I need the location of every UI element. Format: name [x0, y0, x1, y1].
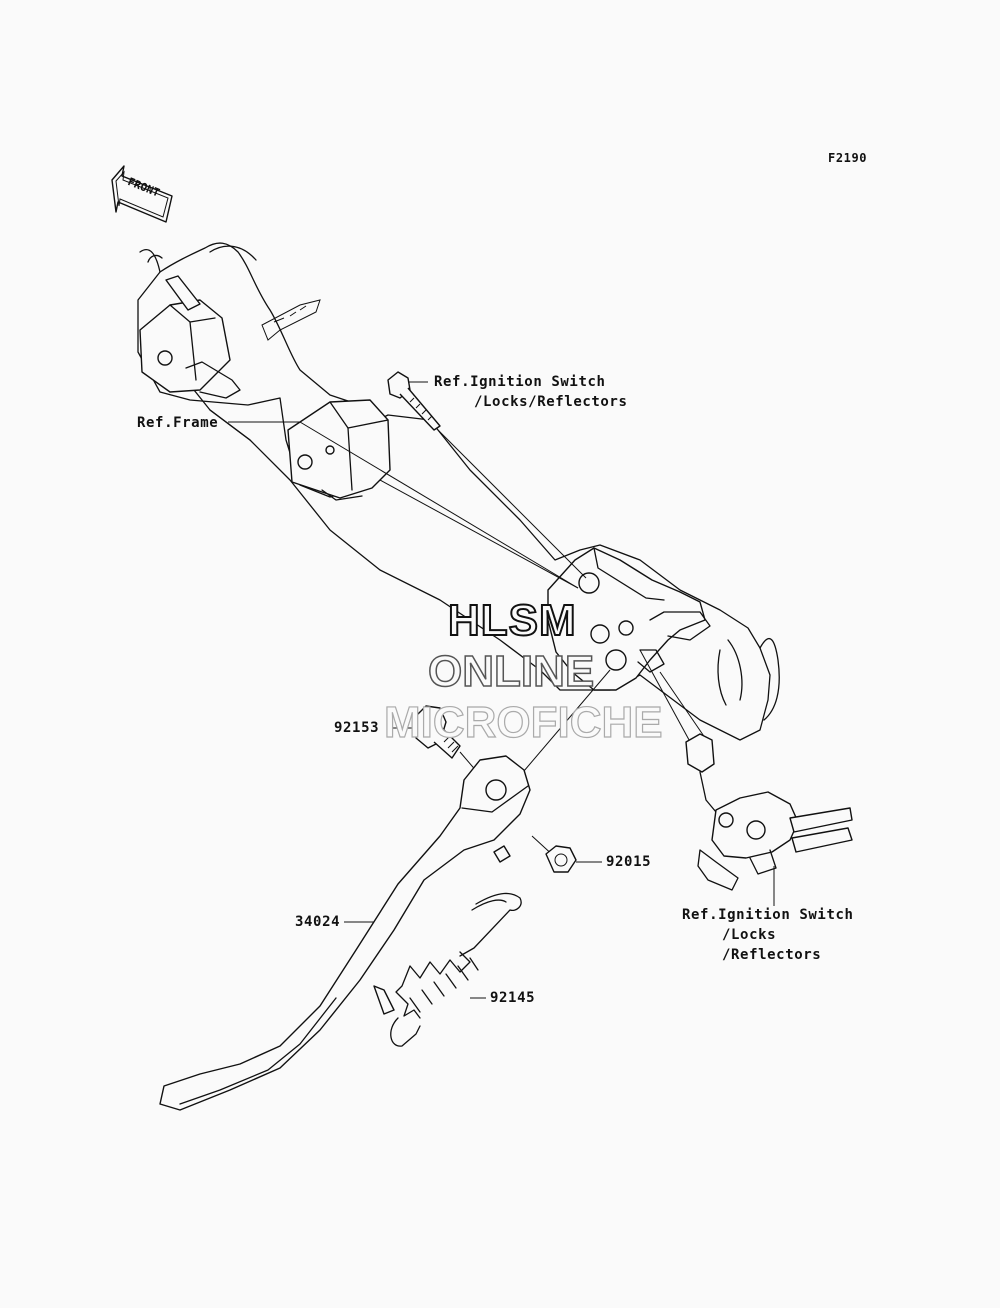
frame-upper-bracket — [139, 275, 241, 399]
callout-ignition-upper-line2: /Locks/Reflectors — [474, 394, 628, 410]
callout-spring-92145: 92145 — [490, 990, 536, 1006]
frame-lower-bracket — [287, 399, 391, 501]
bolt-92153 — [415, 705, 461, 759]
nut-92015 — [545, 845, 577, 873]
callout-frame: Ref.Frame — [137, 415, 219, 431]
callout-bolt-92153: 92153 — [334, 720, 380, 736]
watermark-line1: HLSM — [447, 595, 577, 646]
callout-stand-34024: 34024 — [295, 914, 341, 930]
ignition-switch-assembly — [685, 733, 853, 891]
side-stand-34024 — [159, 755, 531, 1111]
callout-ignition-lower-line2: /Locks — [722, 927, 777, 943]
callout-ignition-lower-line1: Ref.Ignition Switch — [682, 907, 854, 923]
watermark-line2: ONLINE — [427, 646, 595, 697]
callout-ignition-lower-line3: /Reflectors — [722, 947, 822, 963]
figure-code: F2190 — [828, 151, 868, 165]
front-direction-arrow-icon: FRONT — [111, 165, 173, 223]
stand-mount-plate — [547, 547, 711, 691]
spring-92145 — [390, 892, 522, 1047]
ignition-switch-bolt — [387, 371, 441, 431]
callout-ignition-upper-line1: Ref.Ignition Switch — [434, 374, 606, 390]
frame-outline — [137, 242, 780, 741]
callout-nut-92015: 92015 — [606, 854, 652, 870]
watermark-line3: MICROFICHE — [383, 697, 663, 747]
